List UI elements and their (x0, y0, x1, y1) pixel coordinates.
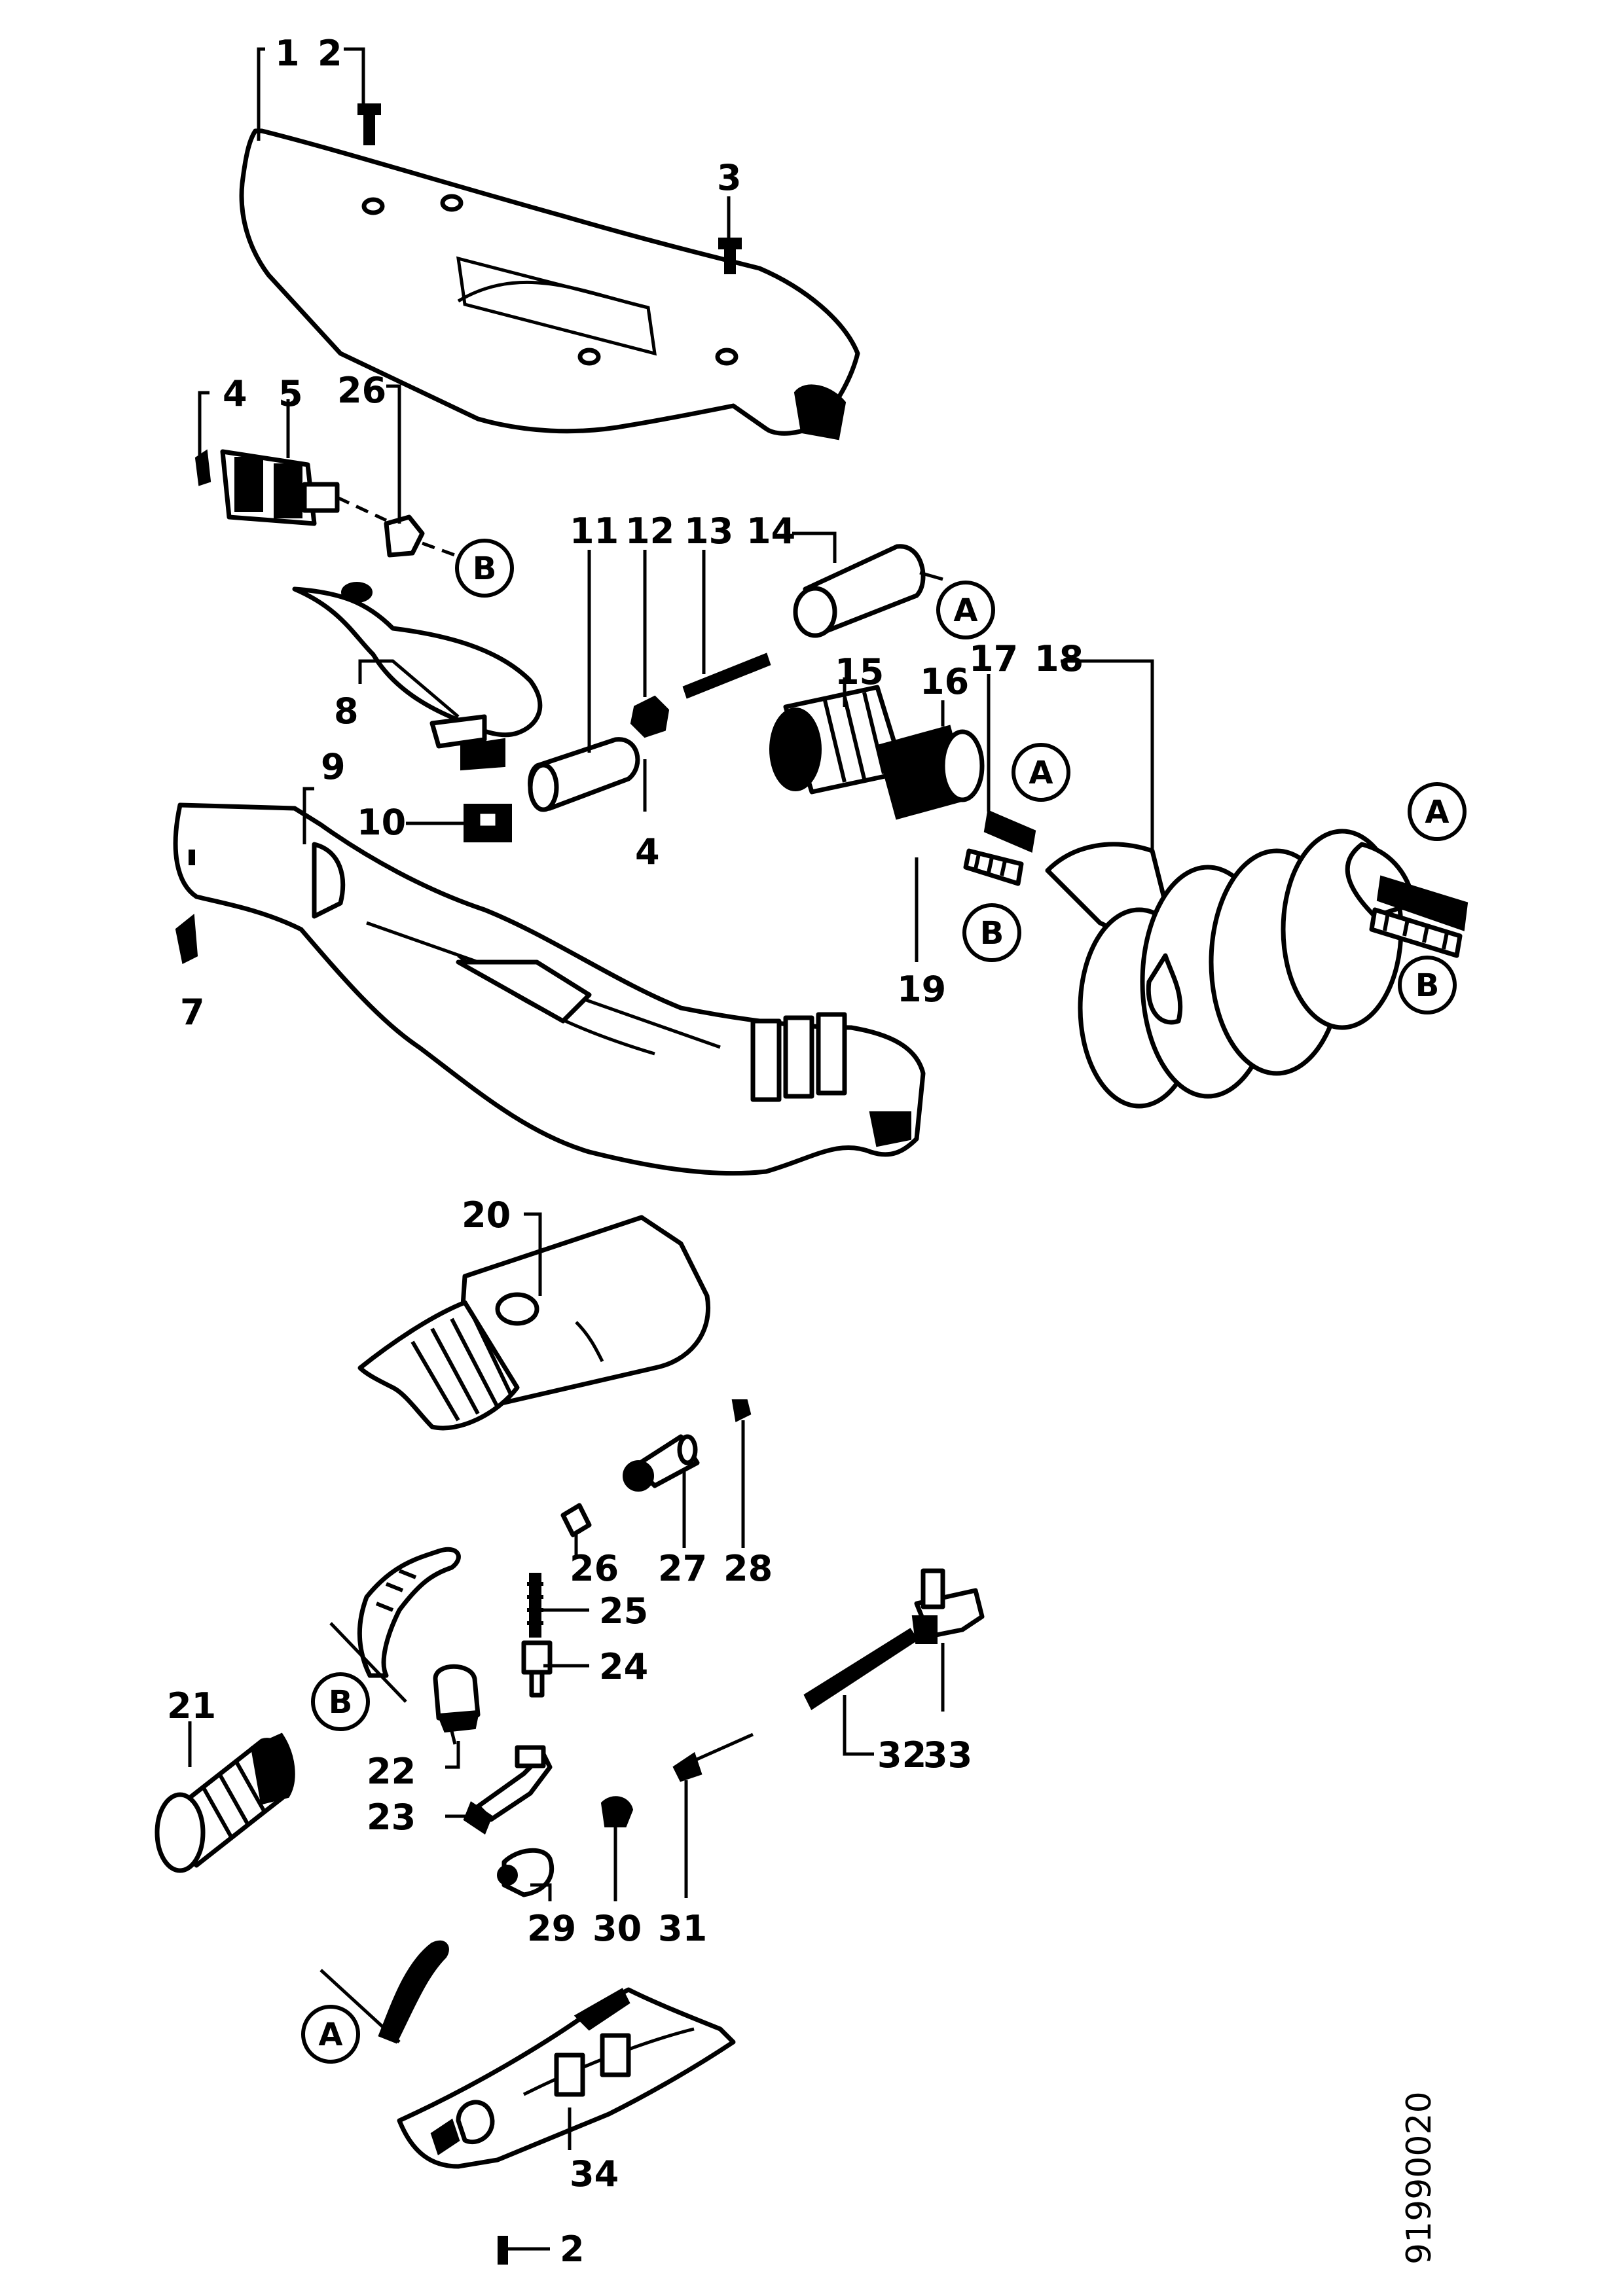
motor-end-part-16 (875, 725, 985, 820)
lower-handle-housing-9 (173, 802, 926, 1176)
cover-part-20 (357, 1215, 710, 1431)
label-10: 10 (357, 802, 406, 843)
spring-part-13 (682, 653, 771, 699)
label-2-top: 2 (318, 33, 342, 74)
ref-marker-b3: B (1398, 956, 1457, 1014)
label-29: 29 (527, 1908, 576, 1949)
label-1: 1 (275, 33, 300, 74)
label-13: 13 (684, 511, 733, 552)
screw-2-top (357, 103, 381, 145)
ref-marker-a2: A (1012, 743, 1070, 802)
label-11: 11 (570, 511, 619, 552)
label-28: 28 (723, 1548, 773, 1589)
svg-text:B: B (1415, 967, 1440, 1004)
svg-text:A: A (953, 592, 977, 629)
nut-part-26-middle (560, 1503, 592, 1537)
label-9: 9 (321, 746, 346, 787)
label-4-top: 4 (223, 373, 247, 414)
label-22: 22 (367, 1751, 416, 1792)
label-26-middle: 26 (570, 1548, 619, 1589)
ref-marker-b4: B (311, 1672, 370, 1731)
cable-coil-part-18 (1045, 829, 1417, 1109)
svg-text:A: A (1029, 755, 1053, 791)
part-number-labels: 1 2 3 4 5 26 11 12 13 14 15 16 17 18 8 9… (167, 33, 1084, 2270)
label-17: 17 (969, 638, 1018, 679)
nut-part-12 (630, 695, 670, 738)
label-23: 23 (367, 1797, 416, 1838)
cap-part-22 (433, 1664, 481, 1745)
connector-part-23 (463, 1745, 553, 1835)
upper-handle-housing (239, 128, 860, 440)
svg-text:B: B (473, 550, 497, 587)
base-housing-part-34 (397, 1987, 736, 2169)
motor-coil-part-15 (769, 685, 906, 795)
wire-end-part-19 (963, 848, 1024, 886)
ref-marker-a4: A (301, 2005, 360, 2064)
svg-text:A: A (1425, 794, 1449, 831)
svg-text:B: B (329, 1684, 353, 1721)
reference-markers: B A A B A B B A (301, 539, 1467, 2064)
svg-text:A: A (318, 2017, 342, 2053)
rod-part-32 (803, 1628, 919, 1710)
label-16: 16 (920, 661, 969, 702)
label-15: 15 (835, 651, 884, 692)
clip-part-10 (464, 804, 512, 842)
leader-lines (188, 47, 1154, 2251)
bracket-part-33 (911, 1568, 985, 1644)
ref-marker-b2: B (962, 903, 1021, 962)
label-25: 25 (599, 1590, 648, 1632)
ref-marker-a3: A (1408, 782, 1467, 841)
screw-part-28 (731, 1399, 752, 1422)
ref-marker-a1: A (936, 581, 995, 639)
label-21: 21 (167, 1685, 216, 1727)
screw-part-25 (527, 1573, 543, 1638)
label-33: 33 (923, 1734, 972, 1776)
knob-part-30 (600, 1796, 634, 1827)
label-5: 5 (278, 373, 303, 414)
screw-4-top (194, 449, 211, 486)
label-14: 14 (746, 511, 795, 552)
label-24: 24 (599, 1646, 648, 1687)
label-20: 20 (462, 1194, 511, 1236)
nut-26-top (384, 514, 459, 558)
label-8: 8 (334, 691, 359, 732)
screw-2-bottom (498, 2236, 508, 2265)
label-19: 19 (897, 969, 946, 1010)
label-34: 34 (570, 2153, 619, 2195)
wire-end-part-17 (983, 810, 1036, 853)
document-id: 91990020 (1400, 2091, 1439, 2265)
svg-text:B: B (980, 915, 1004, 952)
ref-marker-b1: B (455, 539, 514, 598)
label-30: 30 (593, 1908, 642, 1949)
bolt-part-27 (623, 1434, 700, 1492)
sleeve-part-11 (528, 737, 640, 812)
label-31: 31 (658, 1908, 707, 1949)
cable-part-8 (292, 582, 543, 771)
wire-ends-right (1369, 875, 1468, 958)
label-18: 18 (1034, 638, 1084, 679)
capacitor-part-14 (793, 544, 943, 638)
hose-a (378, 1940, 449, 2044)
switch-assembly-5 (220, 449, 340, 526)
screw-7 (175, 914, 198, 964)
label-26-top: 26 (337, 370, 386, 411)
lamp-part-29 (497, 1848, 555, 1897)
label-4-middle: 4 (635, 831, 660, 872)
motor-part-21 (155, 1732, 295, 1873)
pin-part-31 (672, 1732, 754, 1898)
label-12: 12 (625, 511, 674, 552)
hose-b (357, 1547, 461, 1678)
spacer-part-24 (521, 1640, 553, 1698)
label-32: 32 (877, 1734, 926, 1776)
label-27: 27 (658, 1548, 707, 1589)
label-3: 3 (717, 157, 742, 198)
label-2-bottom: 2 (560, 2229, 585, 2270)
label-7: 7 (180, 992, 205, 1033)
